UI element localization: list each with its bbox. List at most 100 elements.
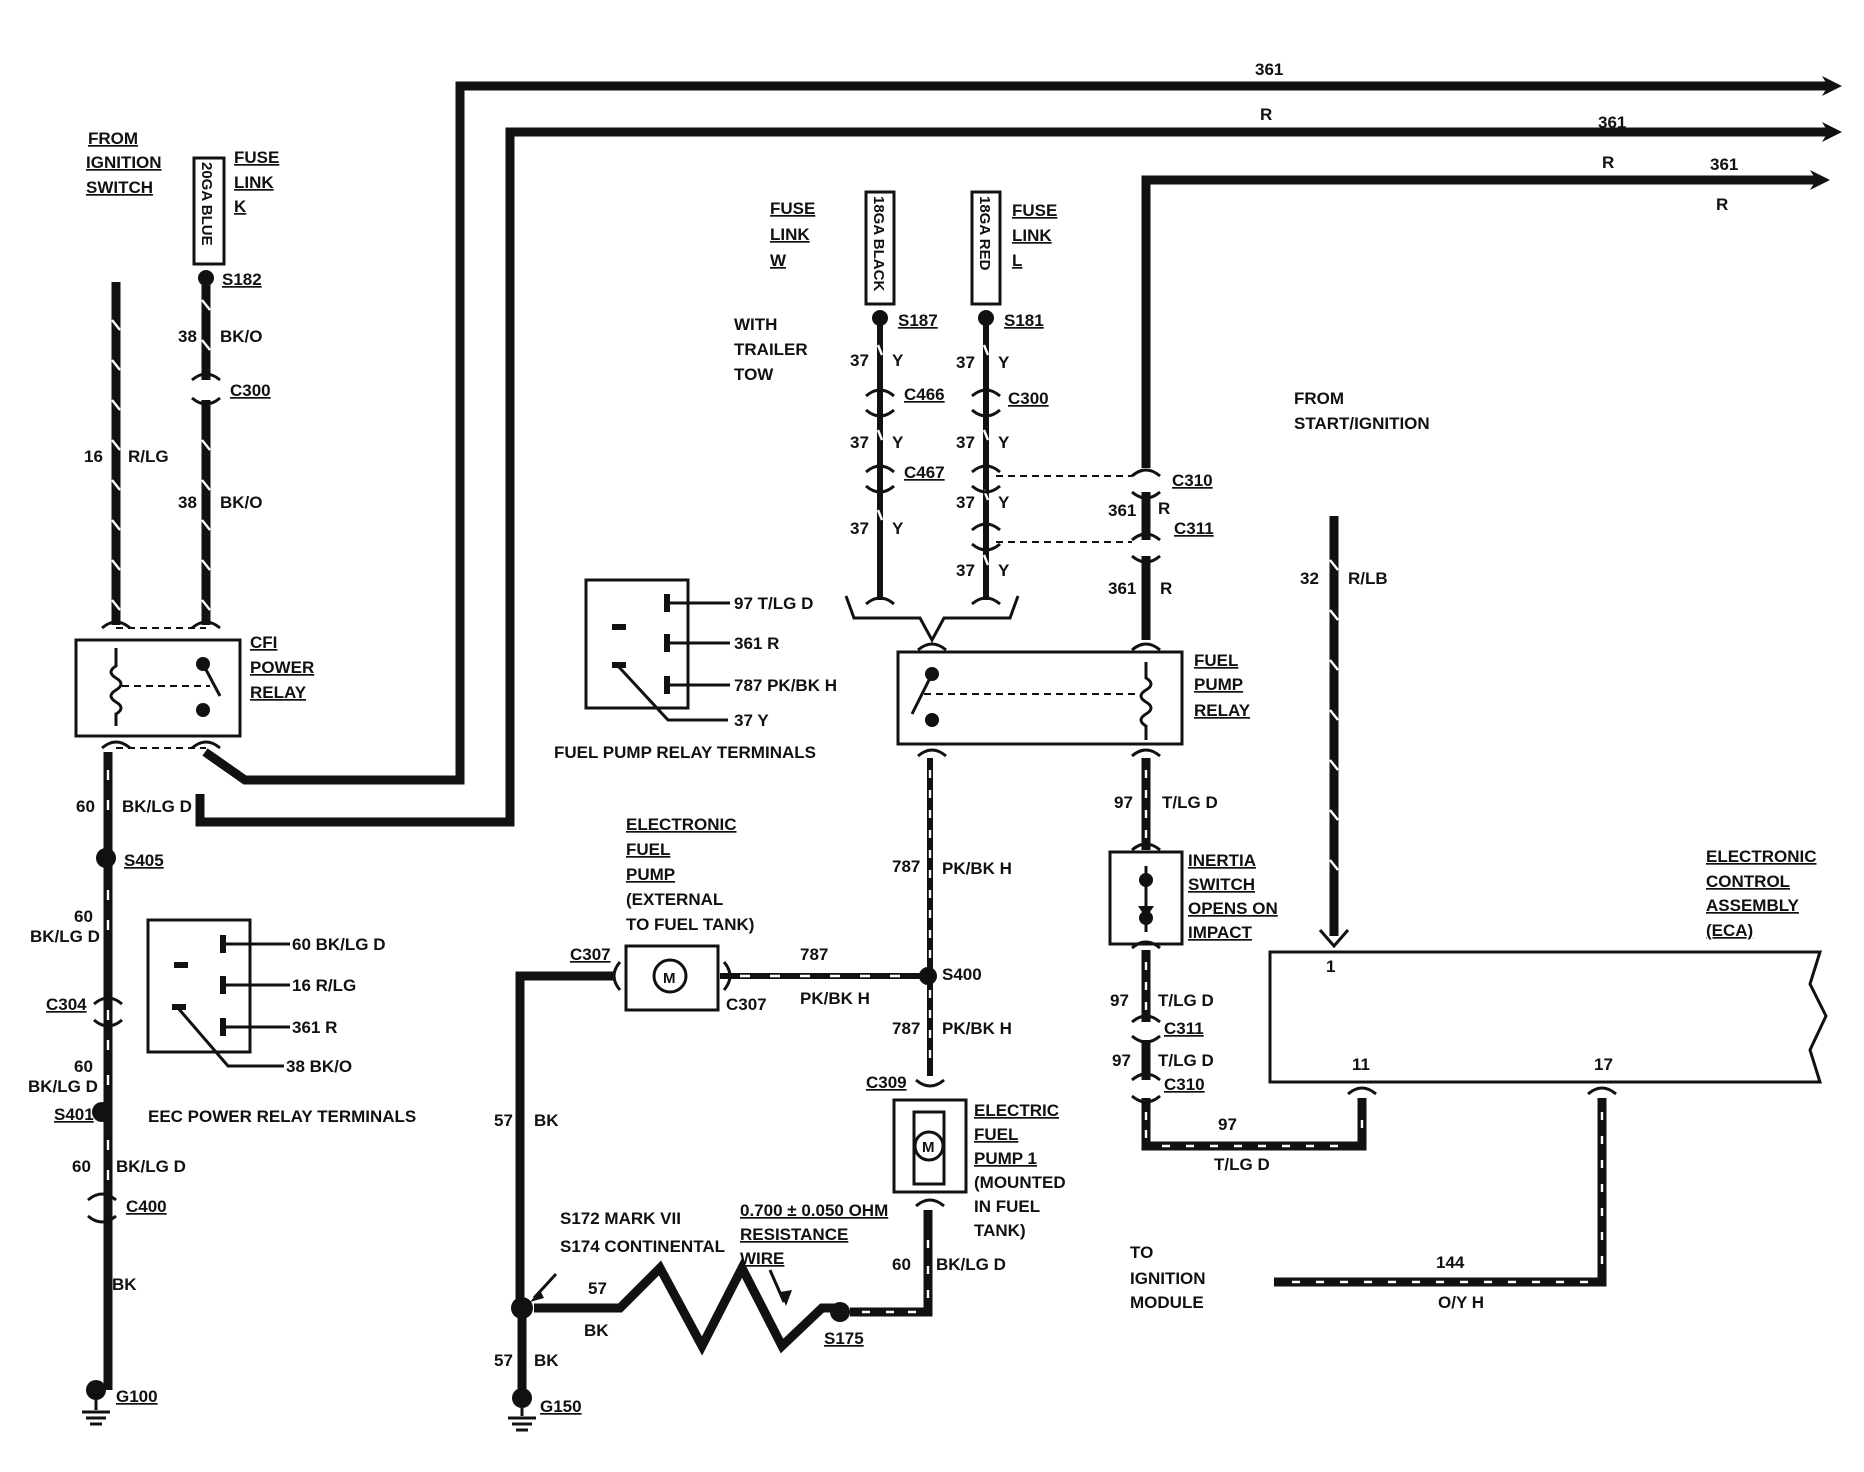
- eec-terminals: 60 BK/LG D 16 R/LG 361 R 38 BK/O EEC POW…: [146, 918, 416, 1126]
- resistance-2: RESISTANCE: [740, 1225, 848, 1244]
- w57-res-circuit: 57: [588, 1279, 607, 1298]
- w37-e-circuit: 37: [956, 433, 975, 452]
- to-ign-3: MODULE: [1130, 1293, 1204, 1312]
- w38-top-circuit: 38: [178, 327, 197, 346]
- bus1-circuit: 361: [1255, 60, 1283, 79]
- w57-res-color: BK: [584, 1321, 609, 1340]
- center-section: FUSE LINK W WITH TRAILER TOW 18GA BLACK …: [734, 190, 1430, 949]
- c311-right-label: C311: [1164, 1019, 1204, 1038]
- top-bus-wires: 361 R 361 R 361 R: [195, 60, 1842, 827]
- fp-pin-3: 787 PK/BK H: [734, 676, 837, 695]
- fuse-k-1: FUSE: [234, 148, 279, 167]
- fp-relay-3: RELAY: [1194, 701, 1251, 720]
- w97b-color: T/LG D: [1158, 991, 1214, 1010]
- w97b-circuit: 97: [1110, 991, 1129, 1010]
- s174-label: S174 CONTINENTAL: [560, 1237, 725, 1256]
- w97d-color: T/LG D: [1214, 1155, 1270, 1174]
- c307-left-label: C307: [570, 945, 611, 964]
- w57-left-circuit: 57: [494, 1111, 513, 1130]
- w60d-color: BK/LG D: [116, 1157, 186, 1176]
- right-section: 97 T/LG D INERTIA SWITCH OPENS ON IMPACT…: [1108, 758, 1828, 1312]
- w787-v1-color: PK/BK H: [942, 859, 1012, 878]
- w37-d-circuit: 37: [956, 353, 975, 372]
- w16-circuit: 16: [84, 447, 103, 466]
- w97a-circuit: 97: [1114, 793, 1133, 812]
- inertia-2: SWITCH: [1188, 875, 1255, 894]
- fuse-k-3: K: [234, 197, 247, 216]
- eec-pin-2: 16 R/LG: [292, 976, 356, 995]
- ext-pump-1: ELECTRONIC: [626, 815, 737, 834]
- fuse-w-wire-label: 18GA BLACK: [870, 196, 887, 291]
- w97c-circuit: 97: [1112, 1051, 1131, 1070]
- resistance-1: 0.700 ± 0.050 OHM: [740, 1201, 888, 1220]
- fp-relay-2: PUMP: [1194, 675, 1243, 694]
- eca-pin-1: 1: [1326, 957, 1335, 976]
- w37-d-color: Y: [998, 353, 1010, 372]
- c310-right-label: C310: [1164, 1075, 1205, 1094]
- w57-left-color: BK: [534, 1111, 559, 1130]
- bus2-circuit: 361: [1598, 113, 1626, 132]
- c311-label: C311: [1174, 519, 1214, 538]
- c304-label: C304: [46, 995, 87, 1014]
- s175-label: S175: [824, 1329, 864, 1348]
- w144-color: O/Y H: [1438, 1293, 1484, 1312]
- w38-bottom-circuit: 38: [178, 493, 197, 512]
- fuse-k-wire-label: 20GA BLUE: [198, 162, 215, 246]
- elec-pump-2: FUEL: [974, 1125, 1018, 1144]
- fuse-l-1: FUSE: [1012, 201, 1057, 220]
- c309-label: C309: [866, 1073, 907, 1092]
- ext-pump-2: FUEL: [626, 840, 670, 859]
- c300-left-label: C300: [230, 381, 271, 400]
- w37-f-circuit: 37: [956, 493, 975, 512]
- bus3-circuit: 361: [1710, 155, 1738, 174]
- svg-text:M: M: [663, 970, 676, 987]
- fuse-w-3: W: [770, 251, 787, 270]
- eca-2: CONTROL: [1706, 872, 1790, 891]
- ext-pump-5: TO FUEL TANK): [626, 915, 754, 934]
- w361-low-color: R: [1160, 579, 1172, 598]
- trailer-3: TOW: [734, 365, 774, 384]
- w16-color: R/LG: [128, 447, 169, 466]
- c307-right-label: C307: [726, 995, 767, 1014]
- fuse-w-1: FUSE: [770, 199, 815, 218]
- inertia-3: OPENS ON: [1188, 899, 1278, 918]
- w32-color: R/LB: [1348, 569, 1388, 588]
- fuel-pump-relay: [896, 650, 1184, 746]
- fuse-l-wire-label: 18GA RED: [976, 196, 993, 271]
- c310-label: C310: [1172, 471, 1213, 490]
- w60a-color: BK/LG D: [122, 797, 192, 816]
- w60-pump-circuit: 60: [892, 1255, 911, 1274]
- inertia-4: IMPACT: [1188, 923, 1253, 942]
- fp-pin-4: 37 Y: [734, 711, 769, 730]
- s181-label: S181: [1004, 311, 1044, 330]
- fp-terminals-title: FUEL PUMP RELAY TERMINALS: [554, 743, 816, 762]
- eec-pin-1: 60 BK/LG D: [292, 935, 386, 954]
- w57-ground-color: BK: [534, 1351, 559, 1370]
- eca-1: ELECTRONIC: [1706, 847, 1817, 866]
- elec-pump-1: ELECTRIC: [974, 1101, 1059, 1120]
- cfi-relay-3: RELAY: [250, 683, 307, 702]
- from-ignition-3: SWITCH: [86, 178, 153, 197]
- trailer-2: TRAILER: [734, 340, 808, 359]
- w37-c-circuit: 37: [850, 519, 869, 538]
- w57-ground-circuit: 57: [494, 1351, 513, 1370]
- w37-b-circuit: 37: [850, 433, 869, 452]
- cfi-power-relay: [74, 638, 242, 738]
- w60b-circuit: 60: [74, 907, 93, 926]
- inertia-1: INERTIA: [1188, 851, 1256, 870]
- s401-label: S401: [54, 1105, 94, 1124]
- from-start-1: FROM: [1294, 389, 1344, 408]
- s405-label: S405: [124, 851, 164, 870]
- ext-pump-4: (EXTERNAL: [626, 890, 723, 909]
- c466-label: C466: [904, 385, 945, 404]
- w37-g-color: Y: [998, 561, 1010, 580]
- w37-e-color: Y: [998, 433, 1010, 452]
- w97c-color: T/LG D: [1158, 1051, 1214, 1070]
- ext-pump-3: PUMP: [626, 865, 675, 884]
- fuse-w-2: LINK: [770, 225, 810, 244]
- w60b-color: BK/LG D: [30, 927, 100, 946]
- resistance-3: WIRE: [740, 1249, 784, 1268]
- w97a-color: T/LG D: [1162, 793, 1218, 812]
- w787-v1-circuit: 787: [892, 857, 920, 876]
